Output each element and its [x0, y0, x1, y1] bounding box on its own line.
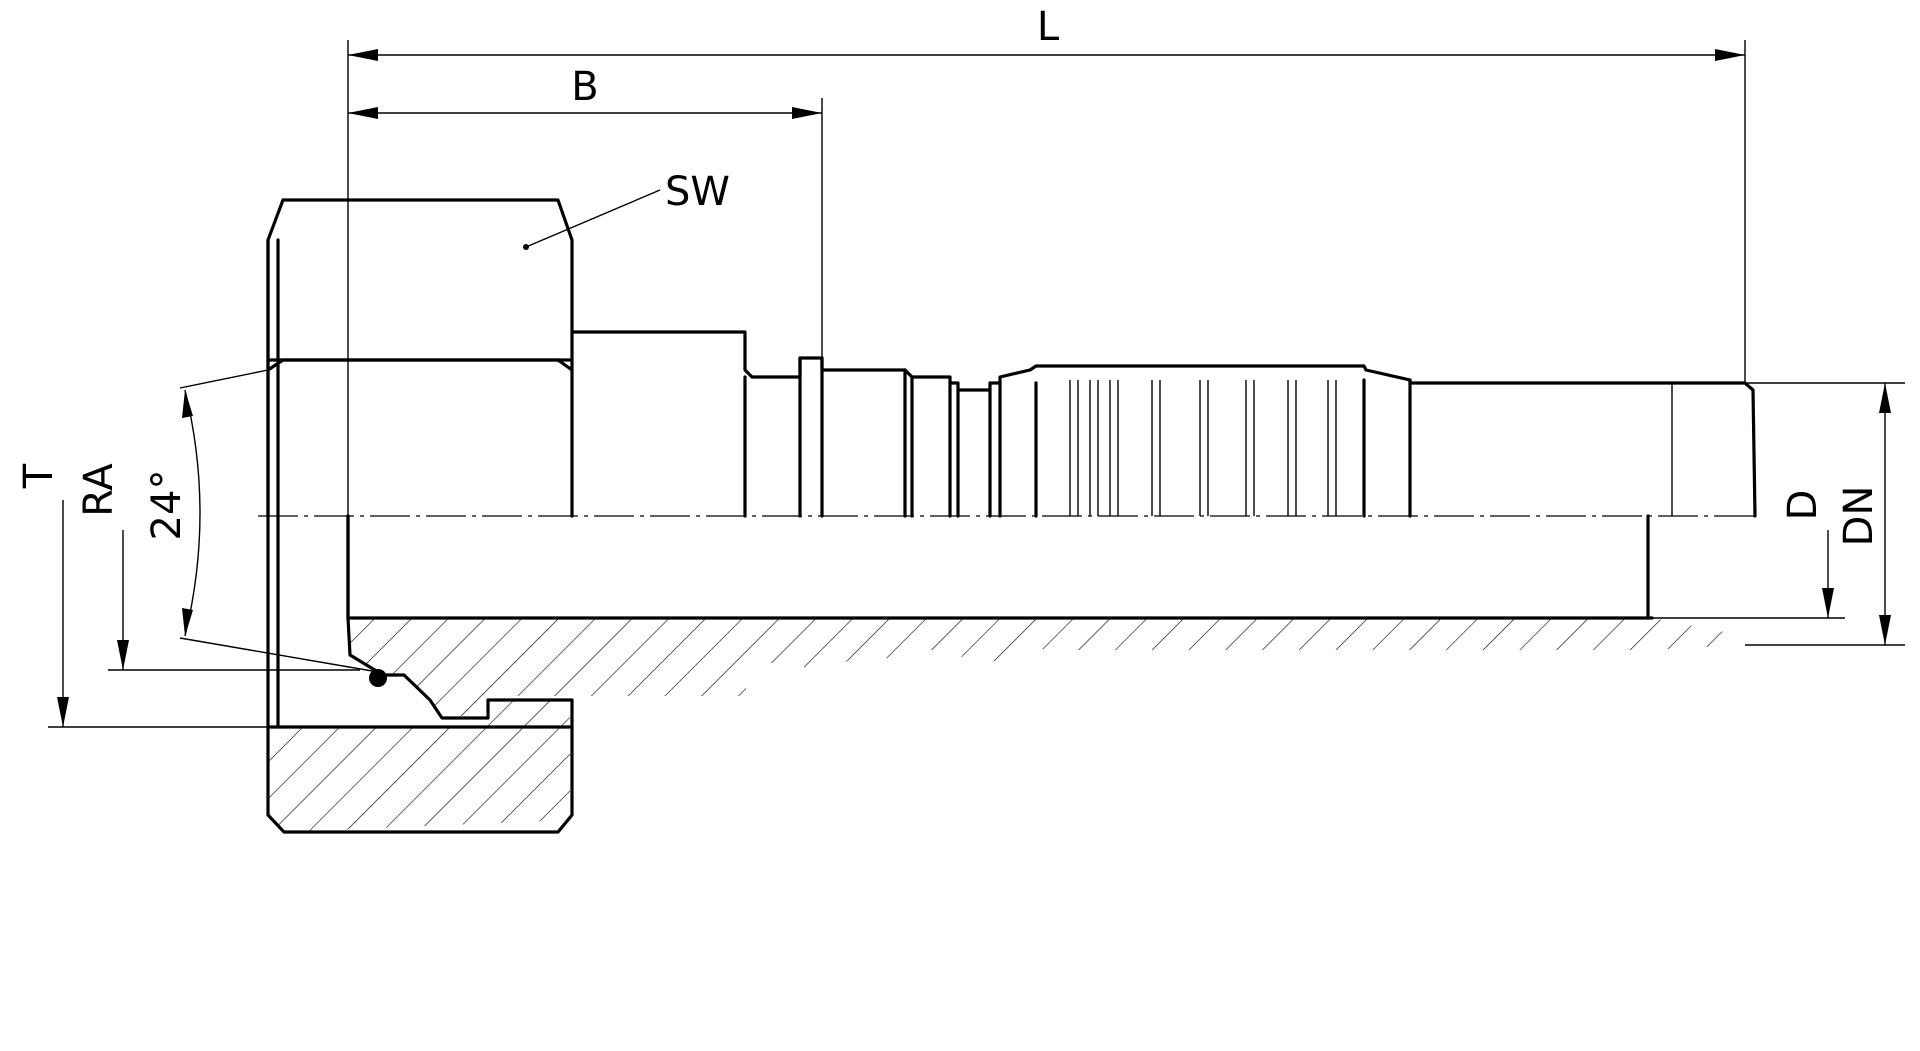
- angle-label: 24°: [144, 470, 190, 541]
- angle-arc: [184, 389, 201, 637]
- nut-lower-section: [266, 727, 570, 832]
- dim-D-label: D: [1780, 490, 1826, 521]
- angle-ray-upper: [179, 369, 269, 389]
- dim-B-arrow-right: [792, 107, 822, 119]
- dim-DN-arrow-top: [1879, 383, 1891, 413]
- dim-SW-dot: [523, 244, 529, 250]
- o-ring: [369, 669, 387, 687]
- nut-hex-edge-low-r: [556, 358, 574, 372]
- dim-T-arrow: [57, 697, 69, 727]
- dim-RA-label: RA: [76, 463, 122, 517]
- dim-D-arrow: [1822, 588, 1834, 618]
- hose-barbs: [1069, 380, 1337, 516]
- dim-RA-arrow: [117, 640, 129, 670]
- angle-arrow-top: [182, 390, 193, 418]
- stem-section: [348, 618, 1745, 716]
- dim-DN-arrow-bottom: [1879, 615, 1891, 645]
- dim-B-label: B: [571, 64, 598, 110]
- dim-B-arrow-left: [348, 107, 378, 119]
- dim-DN-label: DN: [1836, 486, 1882, 547]
- dim-L-label: L: [1037, 4, 1060, 50]
- dim-L-arrow-left: [348, 49, 378, 61]
- nut-lower-outline: [266, 514, 574, 834]
- nut-hex-edge-low: [266, 358, 285, 372]
- dim-T-label: T: [16, 463, 62, 489]
- nut-inner-section: [470, 700, 570, 727]
- angle-ray-lower: [179, 637, 379, 673]
- angle-arrow-bottom: [182, 608, 193, 636]
- dim-SW-label: SW: [665, 169, 730, 215]
- stem-upper-outline[interactable]: [570, 330, 1757, 518]
- dim-L-arrow-right: [1715, 49, 1745, 61]
- dim-SW-leader: [525, 189, 661, 248]
